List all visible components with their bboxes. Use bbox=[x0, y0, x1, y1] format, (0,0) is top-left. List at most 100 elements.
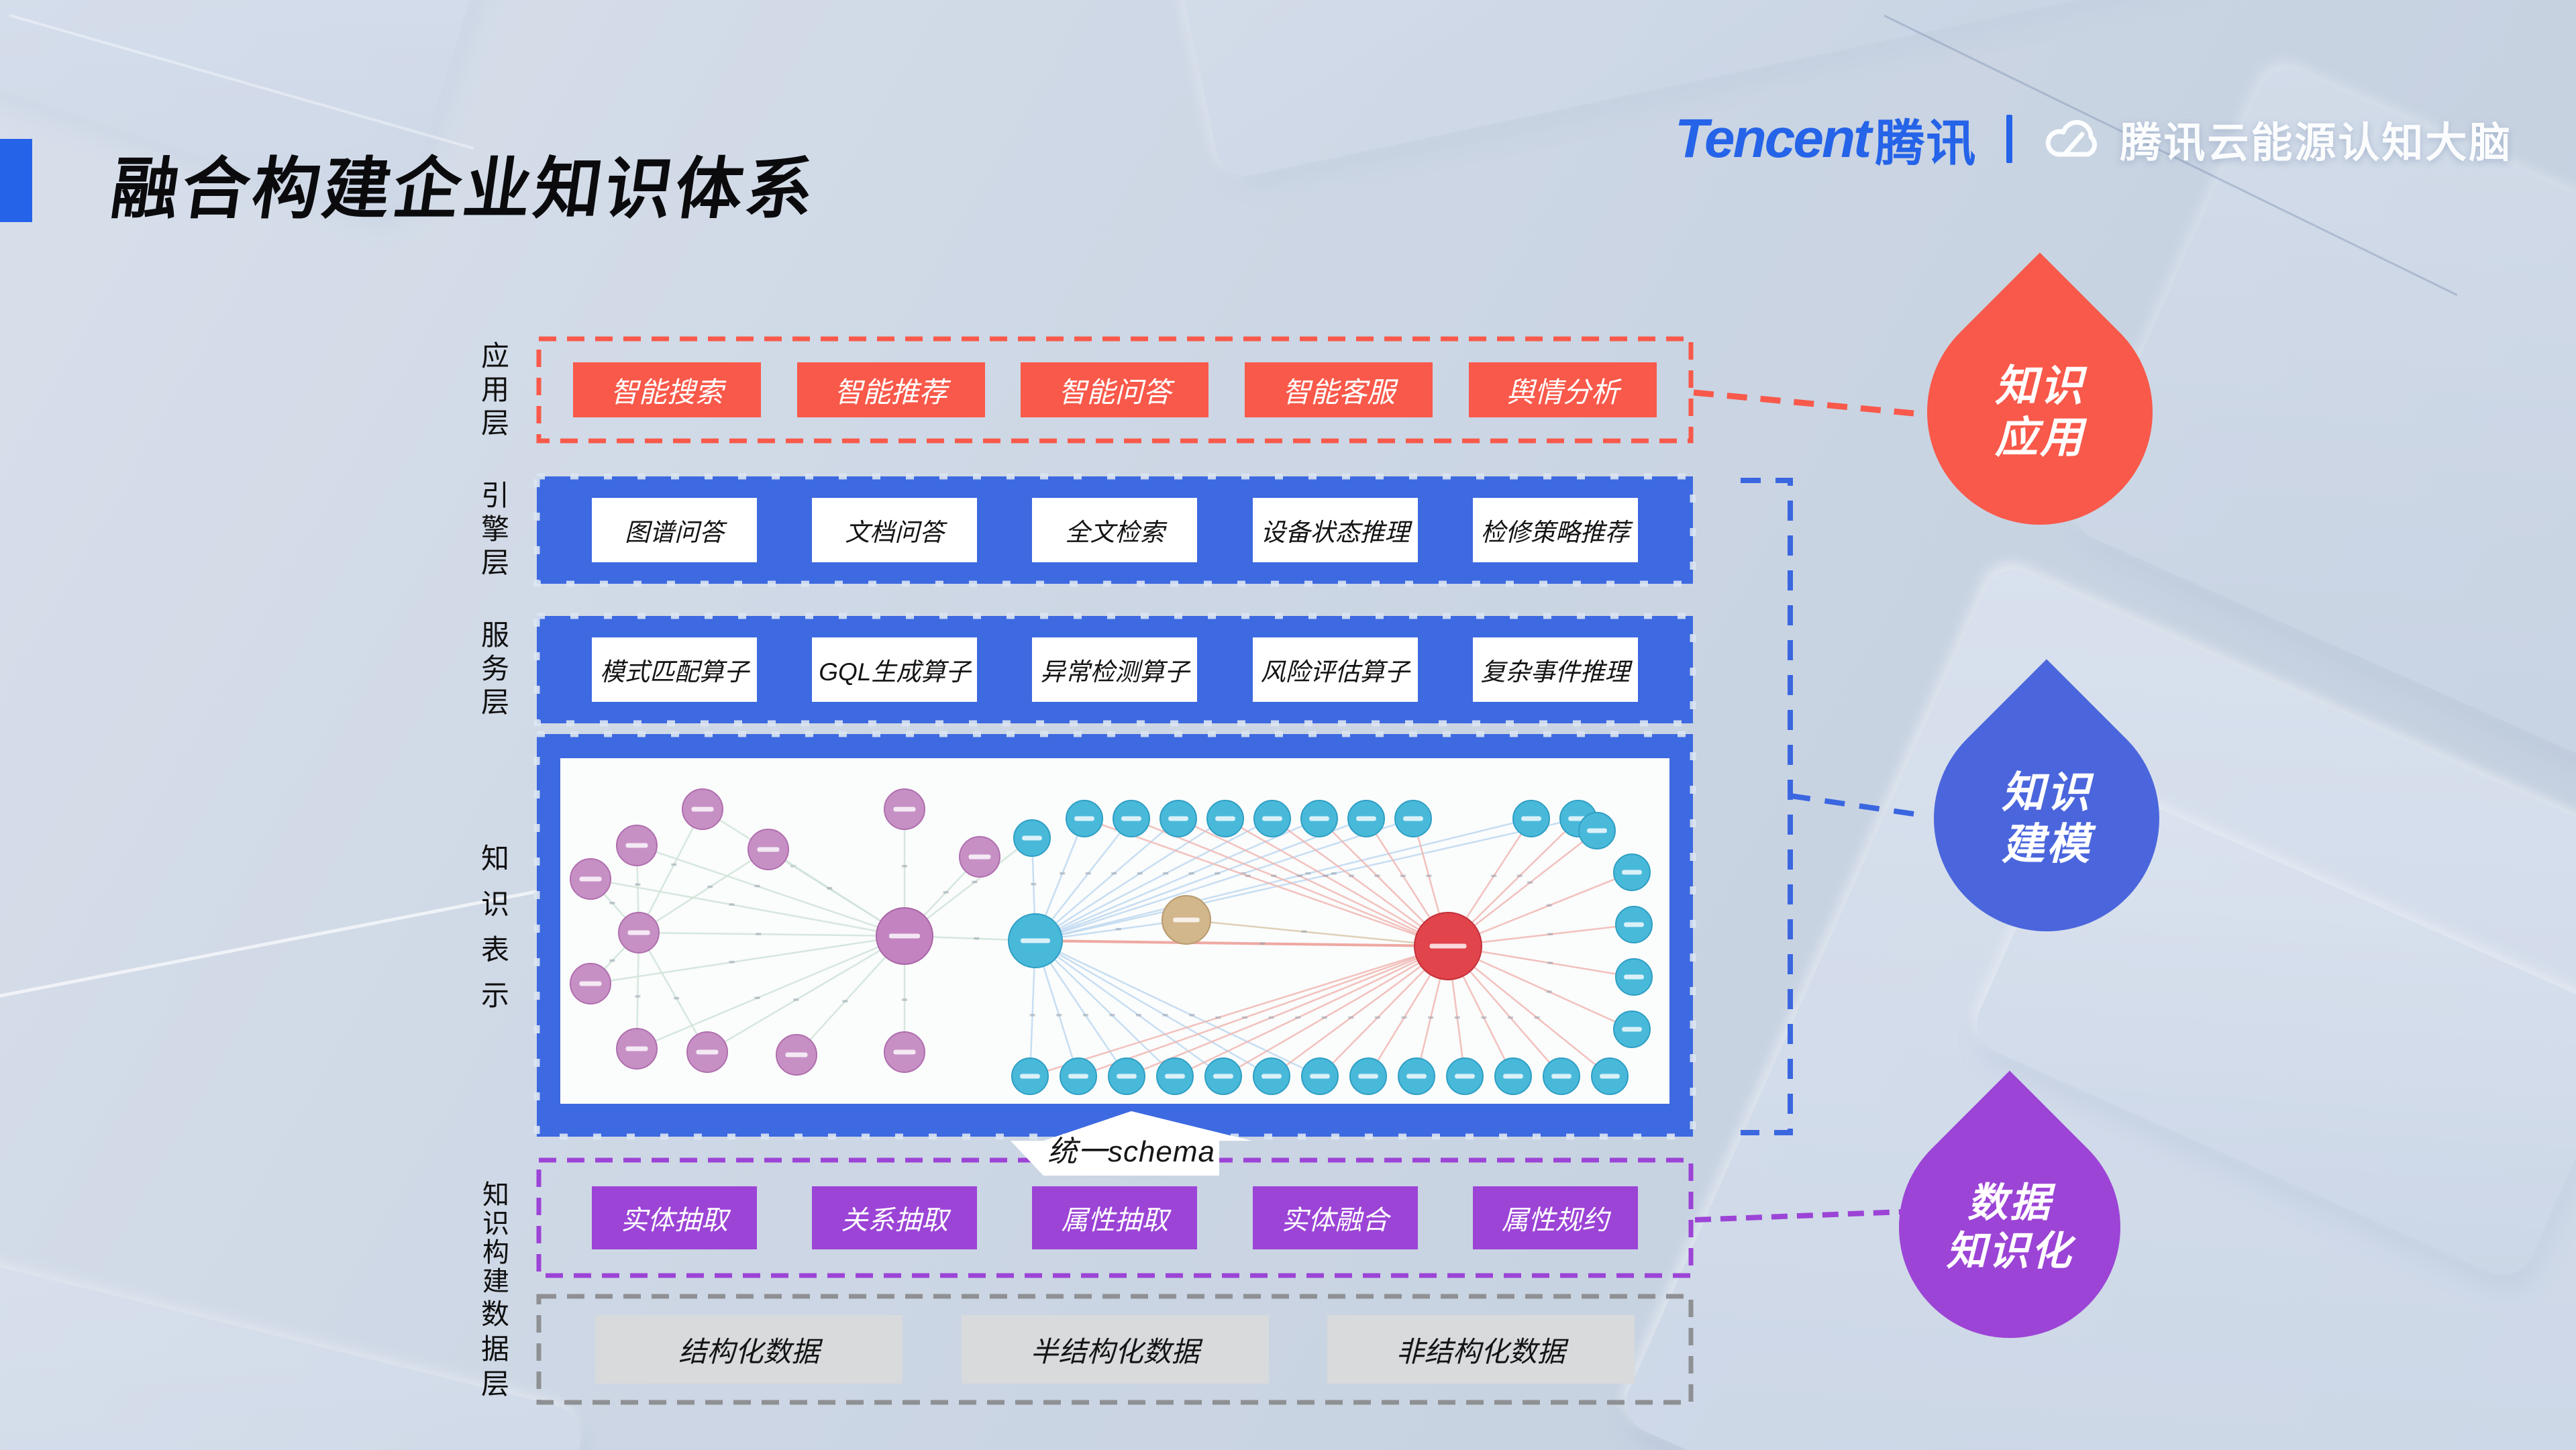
callout-line: 知识 bbox=[2002, 768, 2092, 817]
graph-edge-label-mark bbox=[1547, 933, 1553, 935]
graph-edge-label-mark bbox=[1296, 874, 1302, 877]
connector-app-to-apply bbox=[1693, 389, 1914, 417]
graph-node-label bbox=[1261, 1074, 1282, 1079]
graph-edge-label-mark bbox=[1547, 962, 1553, 964]
graph-edge-label-mark bbox=[1507, 1016, 1513, 1019]
graph-edge-label-mark bbox=[1056, 1014, 1062, 1017]
layer-label-engine: 引擎层 bbox=[477, 480, 509, 581]
app-chip: 舆情分析 bbox=[1469, 362, 1657, 417]
build-chip: 实体融合 bbox=[1252, 1186, 1418, 1249]
graph-edge bbox=[638, 931, 905, 937]
data-chip: 半结构化数据 bbox=[961, 1315, 1269, 1384]
graph-edge-label-mark bbox=[943, 891, 949, 894]
graph-node-label bbox=[579, 876, 602, 882]
graph-node-label bbox=[1121, 816, 1141, 821]
graph-edge-label-mark bbox=[1163, 872, 1169, 875]
graph-edge-label-mark bbox=[1109, 1014, 1115, 1017]
engine-layer-box: 图谱问答 文档问答 全文检索 设备状态推理 检修策略推荐 bbox=[537, 476, 1693, 584]
graph-edge-label-mark bbox=[1426, 874, 1432, 877]
graph-node-label bbox=[625, 843, 648, 848]
graph-edge bbox=[636, 935, 905, 1050]
unified-schema-label: 统一schema bbox=[1047, 1135, 1216, 1168]
app-chip: 智能问答 bbox=[1021, 362, 1209, 417]
app-chip: 智能客服 bbox=[1245, 362, 1433, 417]
graph-node-label bbox=[888, 933, 921, 939]
graph-edge-label-mark bbox=[1516, 874, 1523, 877]
graph-edge-label-mark bbox=[1136, 1014, 1141, 1017]
graph-edge-label-mark bbox=[1241, 1016, 1247, 1019]
graph-edge-label-mark bbox=[1085, 872, 1091, 875]
graph-edge-label-mark bbox=[1401, 1016, 1407, 1019]
graph-edge-label-mark bbox=[1546, 990, 1552, 993]
graph-node-label bbox=[1021, 938, 1050, 943]
brand-product-name: 腾讯云能源认知大脑 bbox=[2120, 120, 2513, 166]
graph-node-label bbox=[1406, 1074, 1427, 1079]
build-chip: 属性抽取 bbox=[1032, 1186, 1198, 1249]
graph-edge bbox=[1223, 945, 1449, 1078]
graph-node-label bbox=[1165, 1074, 1185, 1079]
graph-edge-label-mark bbox=[1321, 1016, 1327, 1019]
graph-edge-label-mark bbox=[1268, 1016, 1274, 1019]
service-chip: 模式匹配算子 bbox=[592, 637, 758, 702]
graph-node-label bbox=[893, 1049, 916, 1055]
graph-edge-label-mark bbox=[1374, 1016, 1380, 1019]
build-chip: 实体抽取 bbox=[592, 1186, 758, 1249]
app-chip: 智能推荐 bbox=[796, 362, 985, 417]
service-chip: 风险评估算子 bbox=[1252, 637, 1418, 702]
knowledge-graph-panel bbox=[560, 758, 1669, 1104]
graph-node-label bbox=[1213, 1074, 1233, 1079]
tencent-wordmark-en: Tencent bbox=[1675, 108, 1871, 169]
graph-node-label bbox=[1503, 1074, 1523, 1079]
service-chip: 异常检测算子 bbox=[1032, 637, 1198, 702]
layer-label-service: 服务层 bbox=[477, 620, 509, 721]
graph-edge-label-mark bbox=[1491, 874, 1497, 877]
graph-node-label bbox=[691, 807, 714, 812]
tencent-wordmark-cn: 腾讯 bbox=[1875, 115, 1977, 171]
graph-node-label bbox=[1309, 816, 1329, 821]
graph-node-label bbox=[579, 981, 602, 986]
graph-edge bbox=[1035, 939, 1449, 947]
graph-edge-label-mark bbox=[754, 884, 760, 888]
app-chip: 智能搜索 bbox=[572, 362, 761, 417]
connector-bracket-modeling bbox=[1741, 478, 1793, 1135]
graph-edge-label-mark bbox=[754, 996, 760, 999]
graph-edge-label-mark bbox=[674, 996, 680, 1000]
graph-edge-label-mark bbox=[1031, 882, 1037, 886]
graph-node-label bbox=[1215, 816, 1235, 821]
graph-edge-label-mark bbox=[729, 961, 735, 964]
data-chip: 非结构化数据 bbox=[1327, 1315, 1635, 1384]
build-chip: 属性规约 bbox=[1472, 1186, 1638, 1249]
knowledge-representation-box bbox=[537, 734, 1693, 1137]
engine-chip: 设备状态推理 bbox=[1252, 498, 1418, 562]
graph-edge-label-mark bbox=[1295, 1016, 1301, 1019]
layer-label-repr: 知识表示 bbox=[477, 843, 509, 1026]
engine-chip: 全文检索 bbox=[1032, 498, 1198, 562]
graph-node-label bbox=[1356, 816, 1376, 821]
engine-chip: 检修策略推荐 bbox=[1472, 498, 1638, 562]
graph-edge-label-mark bbox=[1215, 872, 1221, 875]
callout-line: 数据 bbox=[1967, 1180, 2052, 1225]
service-chip: 复杂事件推理 bbox=[1472, 637, 1638, 702]
graph-edge-label-mark bbox=[902, 998, 907, 1001]
callout-line: 知识化 bbox=[1946, 1229, 2073, 1274]
layer-label-build: 知识构建 bbox=[478, 1180, 508, 1296]
graph-edge-label-mark bbox=[1527, 881, 1533, 884]
graph-node-label bbox=[696, 1049, 719, 1055]
graph-node-label bbox=[1074, 816, 1094, 821]
engine-chip: 图谱问答 bbox=[592, 498, 758, 562]
graph-edge-label-mark bbox=[902, 865, 907, 868]
graph-edge-label-mark bbox=[827, 887, 833, 890]
graph-node-label bbox=[1262, 816, 1282, 821]
graph-node-label bbox=[785, 1052, 808, 1057]
brand-logo: Tencent 腾讯 腾讯云能源认知大脑 bbox=[1675, 102, 2512, 176]
graph-node-label bbox=[1068, 1074, 1088, 1079]
graph-node-label bbox=[1358, 1074, 1378, 1079]
graph-edge-label-mark bbox=[1331, 872, 1337, 875]
callout-knowledge-modeling: 知识 建模 bbox=[1887, 659, 2206, 978]
graph-node-label bbox=[1168, 816, 1188, 821]
graph-node-label bbox=[1020, 1074, 1040, 1079]
page-title: 融合构建企业知识体系 bbox=[106, 152, 822, 227]
graph-edge-label-mark bbox=[1301, 930, 1307, 933]
graph-edge-label-mark bbox=[1082, 1014, 1088, 1017]
